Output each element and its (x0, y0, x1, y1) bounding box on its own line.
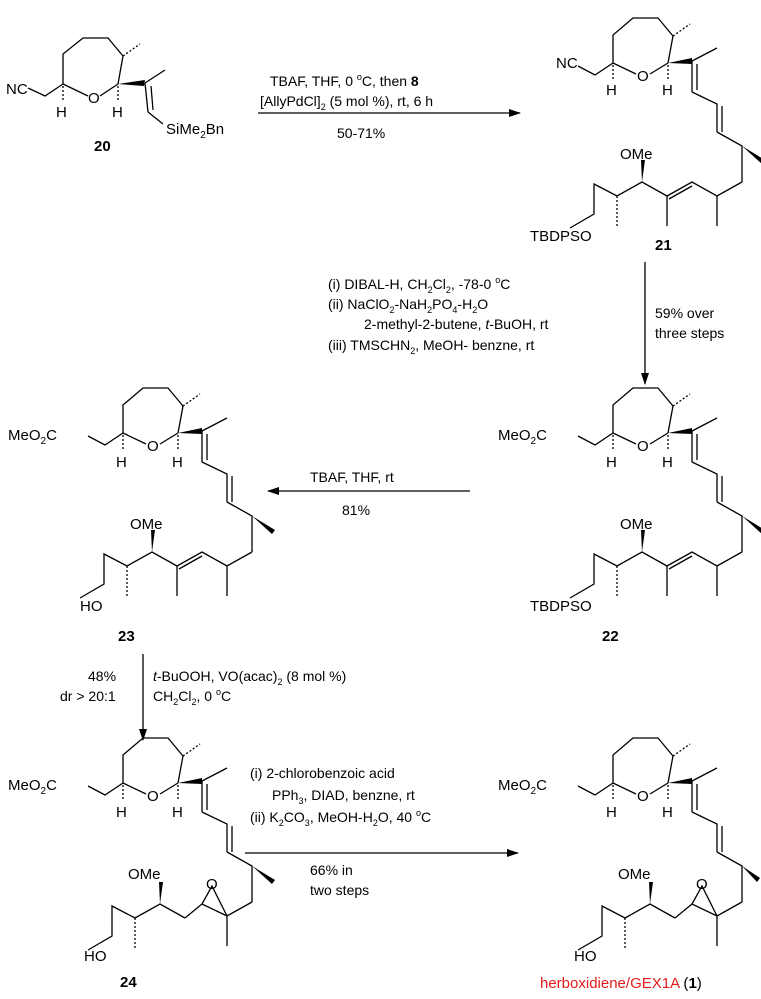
ester-label: MeO2C (8, 777, 57, 797)
ring-oxygen-label: O (147, 788, 159, 805)
reaction-step-1: TBAF, THF, 0 oC, then 8 [AllyPdCl]2 (5 m… (258, 72, 521, 141)
compound-number: 20 (94, 138, 111, 155)
methoxy-label: OMe (130, 516, 163, 533)
silyl-ether-label: TBDPSO (530, 598, 592, 615)
step-4-dr: dr > 20:1 (60, 688, 116, 704)
hydroxyl-label: HO (80, 598, 103, 615)
nitrile-label: NC (6, 81, 28, 98)
compound-name: herboxidiene/GEX1A (1) (540, 975, 702, 992)
step-4-yield: 48% (88, 668, 116, 684)
ring-oxygen-label: O (637, 438, 649, 455)
step-3-yield: 81% (342, 502, 370, 518)
h-label: H (662, 804, 673, 821)
hydroxyl-label: HO (84, 948, 107, 965)
h-label: H (606, 454, 617, 471)
reaction-step-4: 48% dr > 20:1 t-BuOOH, VO(acac)2 (8 mol … (60, 654, 346, 741)
compound-22: MeO2C H O H OMe TBDPSO 22 (498, 387, 761, 645)
methoxy-label: OMe (618, 866, 651, 883)
step-1-yield: 50-71% (337, 125, 385, 141)
step-2-yield-line2: three steps (655, 325, 724, 341)
methoxy-label: OMe (620, 516, 653, 533)
ring-oxygen-label: O (637, 68, 649, 85)
compound-number: 22 (602, 628, 619, 645)
step-5-conditions-i: (i) 2-chlorobenzoic acid (250, 765, 395, 781)
ester-label: MeO2C (498, 777, 547, 797)
reaction-step-3: TBAF, THF, rt 81% (267, 469, 470, 518)
h-label: H (172, 804, 183, 821)
h-label: H (606, 804, 617, 821)
step-2-yield-line1: 59% over (655, 305, 714, 321)
step-5-conditions-i-cont: PPh3, DIAD, benzne, rt (272, 787, 415, 806)
h-label: H (112, 104, 123, 121)
ester-label: MeO2C (8, 427, 57, 447)
compound-24: MeO2C H O H OMe O HO 24 (8, 737, 275, 991)
step-5-yield-line1: 66% in (310, 862, 353, 878)
h-label: H (116, 804, 127, 821)
h-label: H (662, 454, 673, 471)
h-label: H (662, 82, 673, 99)
compound-1-herboxidiene: MeO2C H O H OMe O HO herboxidiene/GEX1A … (498, 737, 760, 992)
step-4-conditions-line2: CH2Cl2, 0 oC (153, 687, 231, 707)
compound-number: 24 (120, 974, 137, 991)
epoxide-oxygen-label: O (206, 876, 218, 893)
step-3-conditions: TBAF, THF, rt (310, 469, 394, 485)
silyl-label: SiMe2Bn (166, 121, 224, 141)
compound-23: MeO2C H O H OMe HO 23 (8, 387, 275, 645)
compound-21: NC H O H OMe TBDPSO 21 (530, 17, 761, 254)
step-2-conditions-iii: (iii) TMSCHN2, MeOH- benzne, rt (328, 337, 534, 356)
step-2-conditions-ii: (ii) NaClO2-NaH2PO4-H2O (328, 296, 488, 315)
step-5-conditions-ii: (ii) K2CO3, MeOH-H2O, 40 oC (250, 808, 431, 828)
h-label: H (56, 104, 67, 121)
ring-oxygen-label: O (147, 438, 159, 455)
ring-oxygen-label: O (637, 788, 649, 805)
compound-number: 23 (118, 628, 135, 645)
compound-20: NC H O H SiMe2Bn 20 (6, 37, 224, 155)
h-label: H (116, 454, 127, 471)
h-label: H (172, 454, 183, 471)
silyl-ether-label: TBDPSO (530, 228, 592, 245)
methoxy-label: OMe (128, 866, 161, 883)
step-5-yield-line2: two steps (310, 882, 369, 898)
hydroxyl-label: HO (574, 948, 597, 965)
methoxy-label: OMe (620, 146, 653, 163)
epoxide-oxygen-label: O (696, 876, 708, 893)
step-2-conditions-ii-cont: 2-methyl-2-butene, t-BuOH, rt (364, 316, 549, 332)
reaction-step-5: (i) 2-chlorobenzoic acid PPh3, DIAD, ben… (245, 765, 519, 898)
ring-oxygen-label: O (88, 90, 100, 107)
step-1-conditions-line1: TBAF, THF, 0 oC, then 8 (270, 72, 419, 89)
step-1-conditions-line2: [AllyPdCl]2 (5 mol %), rt, 6 h (260, 93, 433, 112)
reaction-step-2: (i) DIBAL-H, CH2Cl2, -78-0 oC (ii) NaClO… (328, 262, 724, 385)
step-4-conditions-line1: t-BuOOH, VO(acac)2 (8 mol %) (153, 668, 346, 687)
h-label: H (606, 82, 617, 99)
compound-number: 21 (655, 237, 672, 254)
ester-label: MeO2C (498, 427, 547, 447)
step-2-conditions-i: (i) DIBAL-H, CH2Cl2, -78-0 oC (328, 275, 510, 295)
nitrile-label: NC (556, 55, 578, 72)
